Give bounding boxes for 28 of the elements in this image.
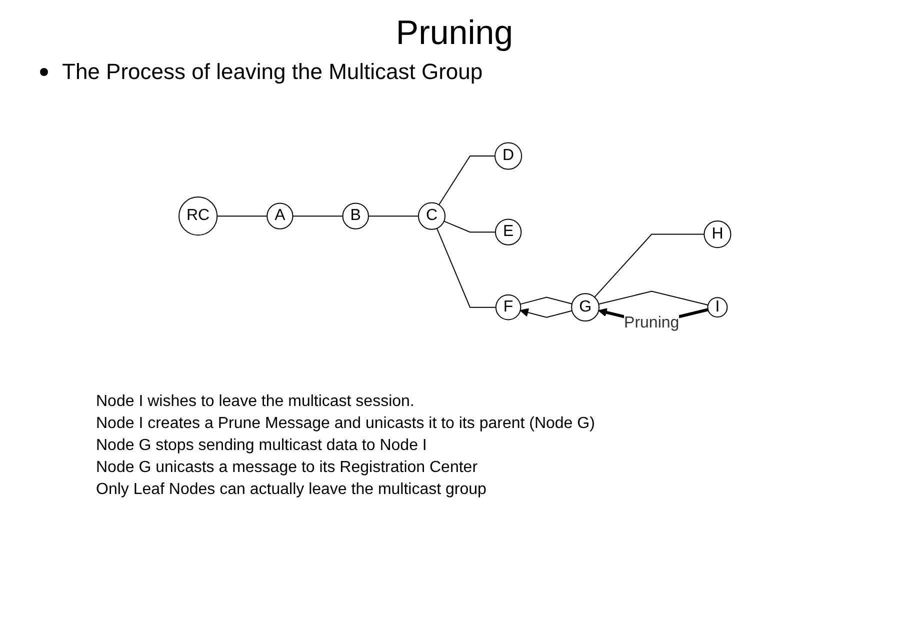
edge-label: Pruning [624, 314, 679, 332]
connector [292, 216, 343, 217]
connector [598, 290, 708, 306]
connector [594, 234, 704, 298]
node-circle: G [570, 293, 600, 322]
connector [368, 216, 419, 217]
node-circle: F [495, 294, 521, 320]
note-text: Node G unicasts a message to its Registration Center [96, 459, 478, 477]
node-circle: E [494, 218, 522, 246]
connector [443, 220, 496, 233]
connector [436, 228, 496, 308]
bullet-point-text: The Process of leaving the Multicast Group [62, 59, 483, 85]
title: Pruning [394, 14, 514, 53]
node-circle: A [266, 202, 293, 230]
node-circle: RC [178, 196, 218, 236]
connector [519, 296, 572, 305]
note-text: Node I wishes to leave the multicast session. [96, 393, 414, 411]
connector [216, 216, 268, 217]
note-text: Node I creates a Prune Message and unicasts it to its parent (Node G) [96, 415, 595, 433]
node-circle: H [703, 220, 731, 248]
connector [438, 155, 496, 206]
note-text: Node G stops sending multicast data to Node I [96, 437, 427, 455]
node-circle: C [418, 202, 446, 230]
note-text: Only Leaf Nodes can actually leave the multicast group [96, 481, 486, 499]
arrow [520, 308, 572, 318]
node-circle: D [494, 142, 522, 170]
node-circle: B [342, 202, 369, 230]
node-circle: I [706, 297, 728, 318]
